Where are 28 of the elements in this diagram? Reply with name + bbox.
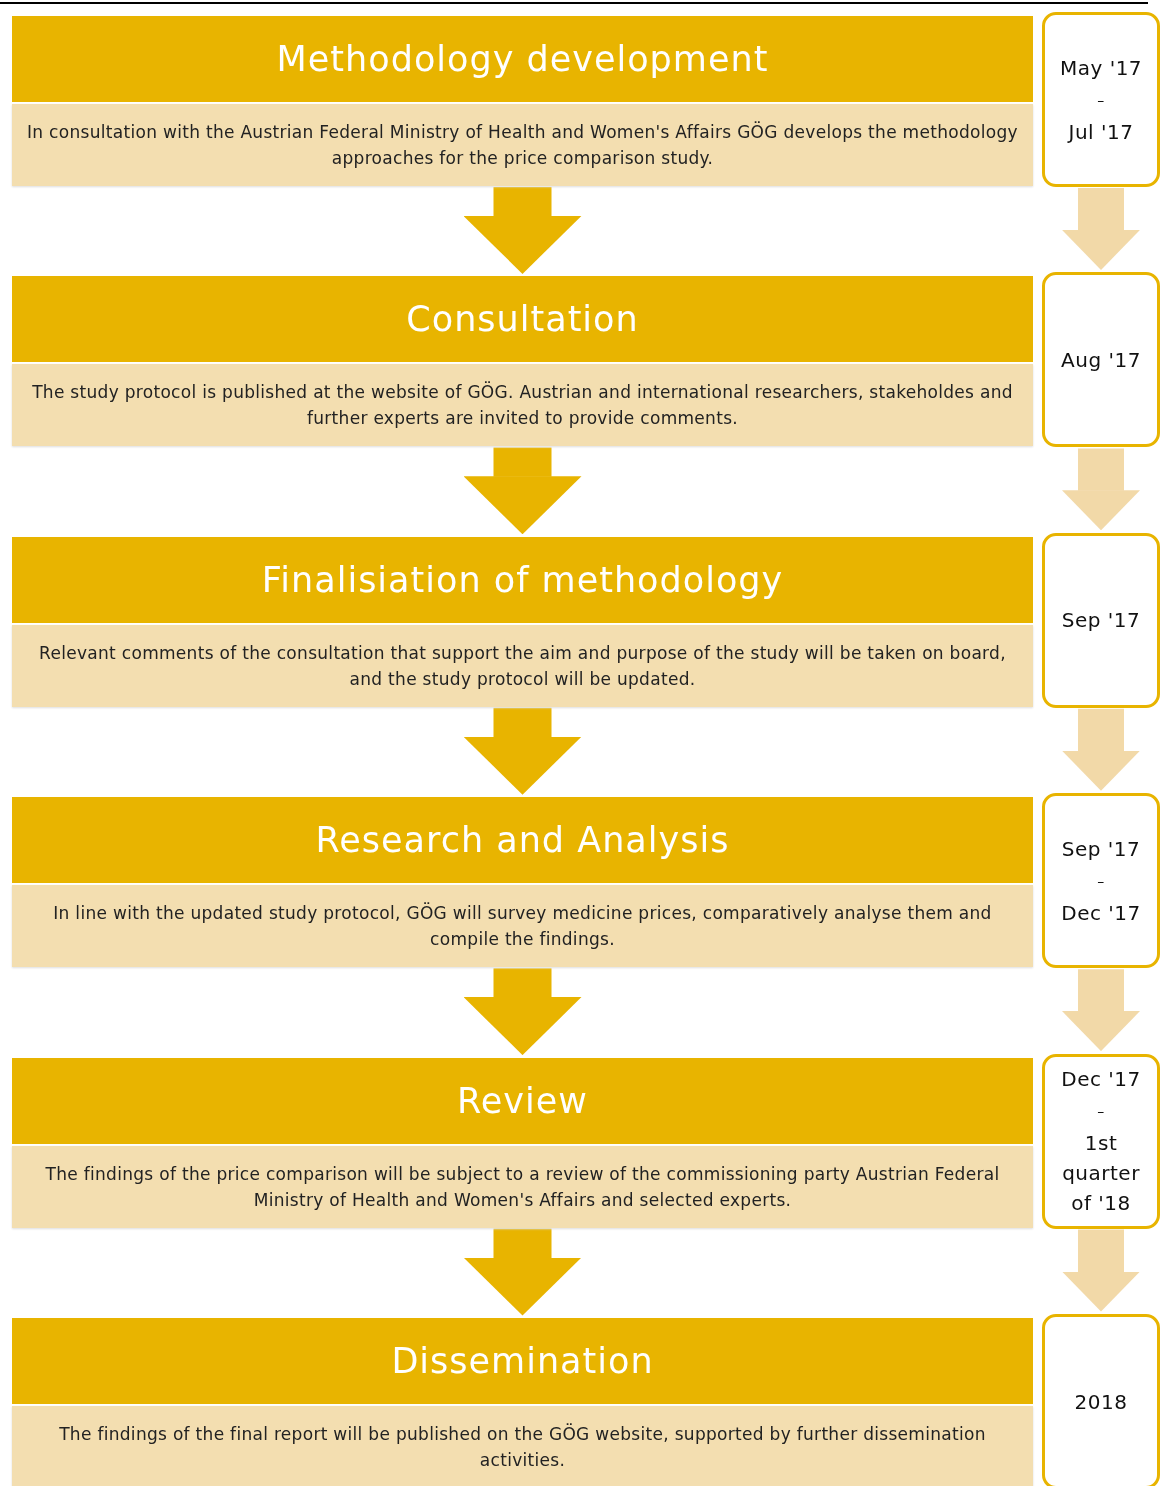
arrow — [463, 968, 582, 1056]
arrow — [463, 707, 582, 795]
arrow — [1062, 969, 1140, 1052]
arrow — [463, 187, 582, 274]
stage-description: The study protocol is published at the website of GÖG. Austrian and international researchers, stakeholdes and further experts are invited to provide comments. — [12, 364, 1033, 447]
stage-heading: Consultation — [12, 276, 1033, 363]
stage-description: In line with the updated study protocol, GÖG will survey medicine prices, comparatively analyse them and compile the findings. — [12, 885, 1033, 968]
arrow — [463, 447, 582, 535]
arrow — [1062, 1229, 1140, 1312]
stage-description: Relevant comments of the consultation that support the aim and purpose of the study will be taken on board, and the study protocol will be updated. — [12, 624, 1033, 707]
stage-heading: Dissemination — [12, 1318, 1033, 1404]
date-box: 2018 — [1042, 1314, 1160, 1486]
stage-description: The findings of the price comparison will be subject to a review of the commissioning party Austrian Federal Ministry of Health and Women's Affairs and selected experts. — [12, 1145, 1033, 1228]
date-box: Sep '17 – Dec '17 — [1042, 793, 1160, 969]
stage-heading: Methodology development — [12, 16, 1033, 102]
date-box: Aug '17 — [1042, 272, 1160, 448]
date-box: Dec '17 – 1st quarter of '18 — [1042, 1053, 1160, 1229]
date-box: May '17 – Jul '17 — [1042, 12, 1160, 187]
arrow — [463, 1228, 582, 1316]
arrow — [1062, 188, 1140, 270]
stage-heading: Finalisiation of methodology — [12, 536, 1033, 623]
stage-description: The findings of the final report will be published on the GÖG website, supported by further dissemination activities. — [12, 1406, 1033, 1486]
stage-heading: Review — [12, 1057, 1033, 1144]
stage-description: In consultation with the Austrian Federal Ministry of Health and Women's Affairs GÖG develops the methodology approaches for the price comparison study. — [12, 104, 1033, 186]
date-box: Sep '17 — [1042, 532, 1160, 708]
arrow — [1062, 448, 1140, 531]
stage-heading: Research and Analysis — [12, 797, 1033, 884]
arrow — [1062, 708, 1140, 791]
